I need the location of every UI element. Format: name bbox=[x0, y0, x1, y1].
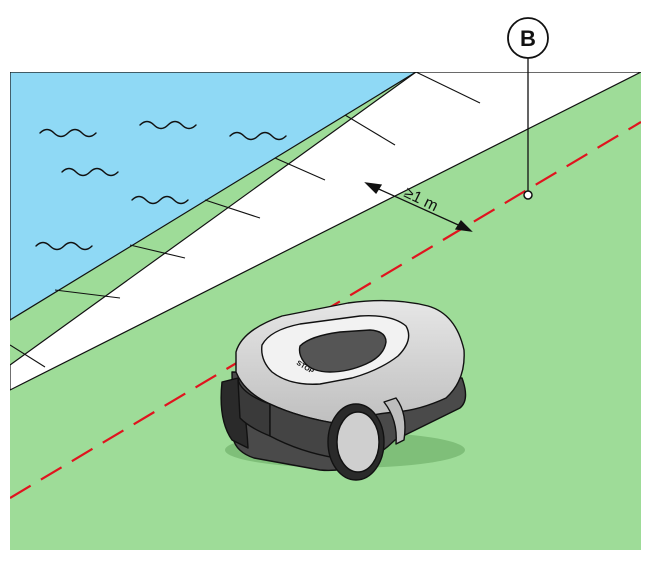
pool-water bbox=[10, 72, 418, 321]
robotic-mower-icon bbox=[220, 299, 467, 481]
tile-joints bbox=[10, 72, 481, 368]
callout-circle bbox=[507, 17, 549, 59]
wave-icon bbox=[35, 120, 287, 251]
distance-arrow bbox=[364, 182, 473, 232]
edging-tiles bbox=[10, 72, 641, 391]
callout-label: B bbox=[520, 26, 536, 51]
callout-point bbox=[523, 190, 533, 200]
